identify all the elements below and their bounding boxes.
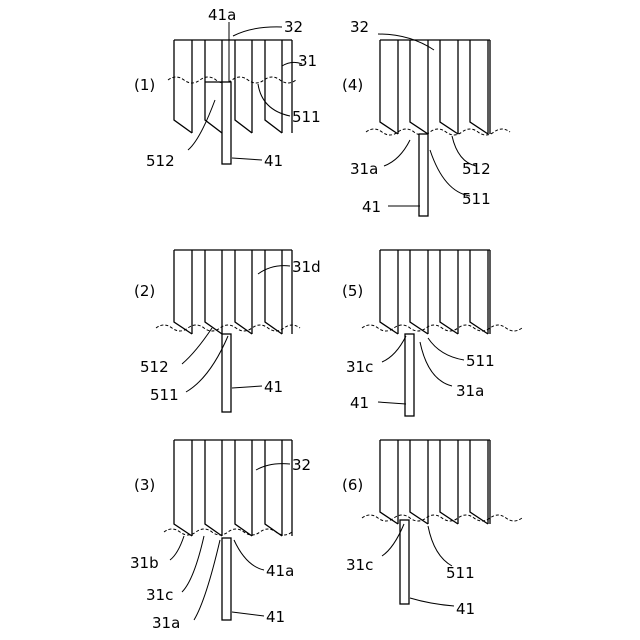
panel-1-blade [265,40,282,133]
panel-3-leader-31a [194,540,220,620]
label-41: 41 [350,394,369,412]
panel-3-leader-41a [234,540,264,570]
panel-2-blade [265,250,282,334]
label-511: 511 [466,352,495,370]
label-512: 512 [462,160,491,178]
label-41: 41 [266,608,285,626]
label-41: 41 [456,600,475,618]
panel-4-leader-31a [384,140,410,166]
label-32: 32 [284,18,303,36]
label-511: 511 [462,190,491,208]
label-31a: 31a [152,614,180,632]
panel-4-number: (4) [342,76,363,94]
panel-3-number: (3) [134,476,155,494]
panel-2-number: (2) [134,282,155,300]
panel-3-rod-41 [222,538,231,620]
panel-3-blade [235,440,252,536]
label-32: 32 [292,456,311,474]
panel-5-blade [380,250,398,334]
label-512: 512 [140,358,169,376]
panel-5-leader-511 [428,338,464,360]
label-41: 41 [362,198,381,216]
label-511: 511 [150,386,179,404]
panel-4-blade [410,40,428,134]
panel-6-leader-41 [410,598,454,606]
panel-5-leader-31c [382,336,406,362]
label-31b: 31b [130,554,159,572]
panel-6: (6) 31c 511 41 [342,440,522,618]
label-511: 511 [446,564,475,582]
panel-5-number: (5) [342,282,363,300]
panel-4: (4) 32 31a 512 511 41 [342,18,510,216]
label-41a: 41a [266,562,294,580]
panel-1-leader-41 [232,158,262,160]
panel-4-blade [470,40,488,134]
panel-5: (5) 31c 511 31a 41 [342,250,522,416]
panel-1-cut-line [168,77,296,83]
panel-4-blade [380,40,398,134]
panel-2-blade [205,250,222,334]
label-512: 512 [146,152,175,170]
panel-2-leader-41 [232,386,262,388]
panel-4-rod-41 [419,134,428,216]
panel-2-leader-31d [258,266,290,274]
panel-3-leader-41 [232,612,264,616]
label-31: 31 [298,52,317,70]
panel-4-blade [440,40,458,134]
panel-6-blade [410,440,428,524]
panel-2-leader-512 [182,328,212,364]
panel-1-rod-41 [222,82,231,164]
panel-5-blade [440,250,458,334]
panel-3-blade [174,440,192,536]
panel-2-cut-line [156,325,300,331]
label-31d: 31d [292,258,321,276]
panel-5-blade [410,250,428,334]
panel-3-blade [205,440,222,536]
panel-1-blade [174,40,192,133]
panel-2: (2) 31d 512 511 41 [134,250,321,412]
panel-5-blade [470,250,488,334]
panel-6-blade [380,440,398,524]
panel-2-blade [235,250,252,334]
panel-6-blade [470,440,488,524]
label-32: 32 [350,18,369,36]
label-511: 511 [292,108,321,126]
panel-1-leader-511 [258,84,290,116]
panel-3-leader-31b [170,536,184,560]
label-41: 41 [264,378,283,396]
panel-6-rod-41 [400,520,409,604]
panel-1-number: (1) [134,76,155,94]
panel-5-rod-41 [405,334,414,416]
label-31a: 31a [350,160,378,178]
panel-5-leader-31a [420,342,452,386]
panel-4-leader-32 [378,34,434,50]
panel-1: (1) 41a 32 31 511 512 41 [134,6,321,170]
panel-6-number: (6) [342,476,363,494]
panel-6-leader-511 [428,526,452,566]
label-31c: 31c [346,556,373,574]
panel-3-leader-31c [182,536,204,592]
label-31c: 31c [146,586,173,604]
panel-2-blade [174,250,192,334]
panel-6-blade [440,440,458,524]
panel-3-blade [265,440,282,536]
panel-1-leader-32 [233,27,282,36]
panel-1-blade [235,40,252,133]
panel-5-leader-41 [378,402,406,404]
label-31a: 31a [456,382,484,400]
label-31c: 31c [346,358,373,376]
label-41: 41 [264,152,283,170]
label-41a: 41a [208,6,236,24]
panel-3-leader-32 [256,464,290,470]
panel-3: (3) 32 31b 31c 31a 41a 41 [130,440,311,632]
